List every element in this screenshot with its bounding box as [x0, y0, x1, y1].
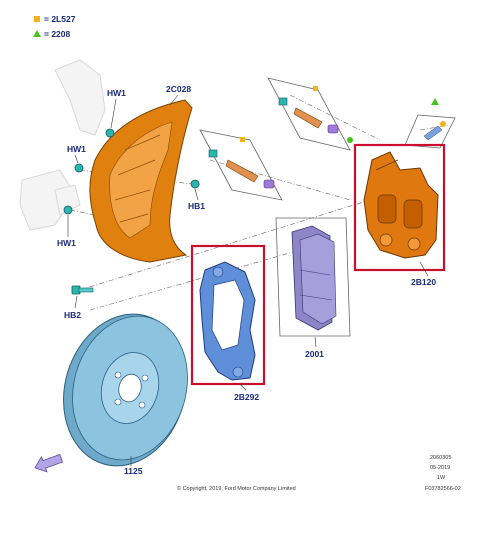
callout-hb1: HB1 [188, 201, 205, 211]
legend-square-icon [34, 16, 40, 22]
meta-line-2: 05-2019 [430, 465, 450, 471]
bolt-hb1 [190, 179, 200, 189]
leader-lines [67, 94, 429, 466]
callout-hw1-top: HW1 [107, 88, 126, 98]
brake-rotor-1125 [63, 313, 188, 467]
meta-line-4: F03782566-02 [425, 486, 461, 492]
callout-labels: HW1 HW1 HW1 2C028 HB1 HB2 2B120 2B292 20… [57, 84, 436, 476]
callout-1125: 1125 [124, 466, 143, 476]
diagram-metadata: 2060305 05-2019 1W F03782566-02 © Copyri… [177, 455, 461, 492]
meta-line-1: 2060305 [430, 455, 451, 461]
copyright-text: © Copyright, 2019, Ford Motor Company Li… [177, 485, 296, 492]
direction-arrow-icon [34, 453, 64, 473]
callout-2b292: 2B292 [234, 392, 259, 402]
callout-2001: 2001 [305, 349, 324, 359]
highlight-box-bracket [190, 244, 266, 386]
legend-text-2208: = 2208 [44, 29, 71, 39]
bolt-hw1-top [105, 128, 115, 138]
anchor-bracket-2b292 [199, 261, 256, 381]
guide-pin-kit-lower [199, 129, 283, 201]
legend-triangle-icon [33, 30, 41, 37]
knuckle-outline [19, 59, 106, 231]
callout-hw1-low: HW1 [57, 238, 76, 248]
guide-pin-kit-upper [267, 77, 353, 151]
bolt-hw1-mid [74, 163, 84, 173]
legend-text-2l527: = 2L527 [44, 14, 76, 24]
callout-hb2: HB2 [64, 310, 81, 320]
meta-line-3: 1W [437, 475, 446, 481]
bolt-hw1-low [63, 205, 73, 215]
legend: = 2L527 = 2208 [33, 14, 76, 39]
splash-shield-2c028 [89, 99, 193, 263]
callout-2c028: 2C028 [166, 84, 191, 94]
highlight-box-caliper [353, 143, 446, 272]
caliper-2b120 [363, 151, 439, 259]
bleeder-kit [404, 98, 456, 149]
callout-hw1-mid: HW1 [67, 144, 86, 154]
brake-pads-2001 [275, 217, 351, 337]
bolt-hb2 [71, 285, 94, 295]
callout-2b120: 2B120 [411, 277, 436, 287]
